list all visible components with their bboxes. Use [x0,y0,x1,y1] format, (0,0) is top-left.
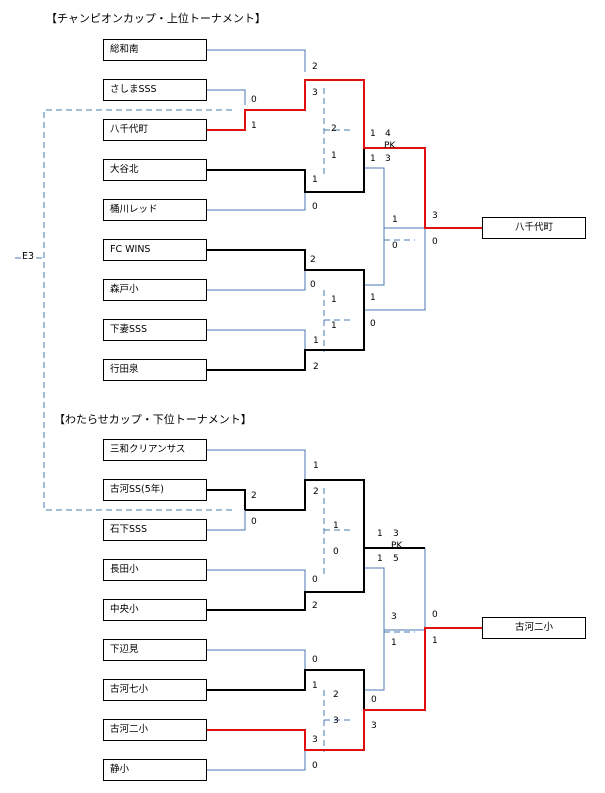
lower-tournament-title: 【わたらせカップ・下位トーナメント】 [54,413,252,426]
score: 5 [393,554,399,564]
score: 0 [432,237,438,247]
upper-dashed-lines [15,88,415,511]
score: 0 [312,575,318,585]
score: 0 [370,319,376,329]
score: 0 [312,202,318,212]
team-box: 三和クリアンサス [103,439,207,461]
score: 2 [313,362,319,372]
team-box: 大谷北 [103,159,207,181]
score: 2 [313,487,319,497]
lower-champion-box: 古河二小 [482,617,586,639]
score: 1 [312,175,318,185]
score: 0 [251,517,257,527]
score: 1 [313,461,319,471]
score: 0 [432,610,438,620]
score: 1 [391,638,397,648]
team-box: 桶川レッド [103,199,207,221]
score: 0 [310,280,316,290]
score: 0 [333,547,339,557]
score: 2 [331,124,337,134]
score: 1 [313,336,319,346]
score: 2 [333,690,339,700]
lower-dashed-lines [323,488,415,752]
team-box: 中央小 [103,599,207,621]
team-box: 行田泉 [103,359,207,381]
score: 3 [312,735,318,745]
pk-label: PK [391,541,403,551]
score: 2 [312,62,318,72]
score: 0 [251,95,257,105]
score: 0 [312,761,318,771]
score: 1 [331,151,337,161]
e3-label: E3 [22,251,35,262]
team-box: 総和南 [103,39,207,61]
team-box: 長田小 [103,559,207,581]
team-box: 古河七小 [103,679,207,701]
team-box: 古河二小 [103,719,207,741]
lower-red-lines [206,627,482,751]
team-box: 石下SSS [103,519,207,541]
score: 1 [251,121,257,131]
upper-champion-box: 八千代町 [482,217,586,239]
upper-tournament-title: 【チャンピオンカップ・上位トーナメント】 [46,12,266,25]
upper-blue-lines [206,49,426,350]
team-box: 下辺見 [103,639,207,661]
pk-label: PK [384,141,396,151]
score: 1 [370,154,376,164]
score: 2 [312,601,318,611]
score: 2 [310,255,316,265]
score: 1 [333,521,339,531]
score: 0 [312,655,318,665]
score: 3 [333,716,339,726]
score: 3 [393,529,399,539]
score: 3 [391,612,397,622]
score: 0 [392,241,398,251]
team-box: 下妻SSS [103,319,207,341]
score: 1 [377,554,383,564]
score: 1 [392,215,398,225]
lower-black-lines [206,479,425,710]
score: 0 [371,695,377,705]
team-box: 古河SS(5年) [103,479,207,501]
score: 1 [331,295,337,305]
score: 1 [432,636,438,646]
score: 3 [312,88,318,98]
team-box: 静小 [103,759,207,781]
score: 1 [331,321,337,331]
score: 1 [370,293,376,303]
score: 3 [371,721,377,731]
score: 3 [432,211,438,221]
score: 1 [377,529,383,539]
team-box: 森戸小 [103,279,207,301]
upper-black-lines [206,88,365,371]
score: 4 [385,129,391,139]
score: 3 [385,154,391,164]
score: 1 [312,681,318,691]
team-box: 八千代町 [103,119,207,141]
score: 1 [370,129,376,139]
score: 2 [251,491,257,501]
upper-red-lines [206,79,482,229]
team-box: さしまSSS [103,79,207,101]
team-box: FC WINS [103,239,207,261]
